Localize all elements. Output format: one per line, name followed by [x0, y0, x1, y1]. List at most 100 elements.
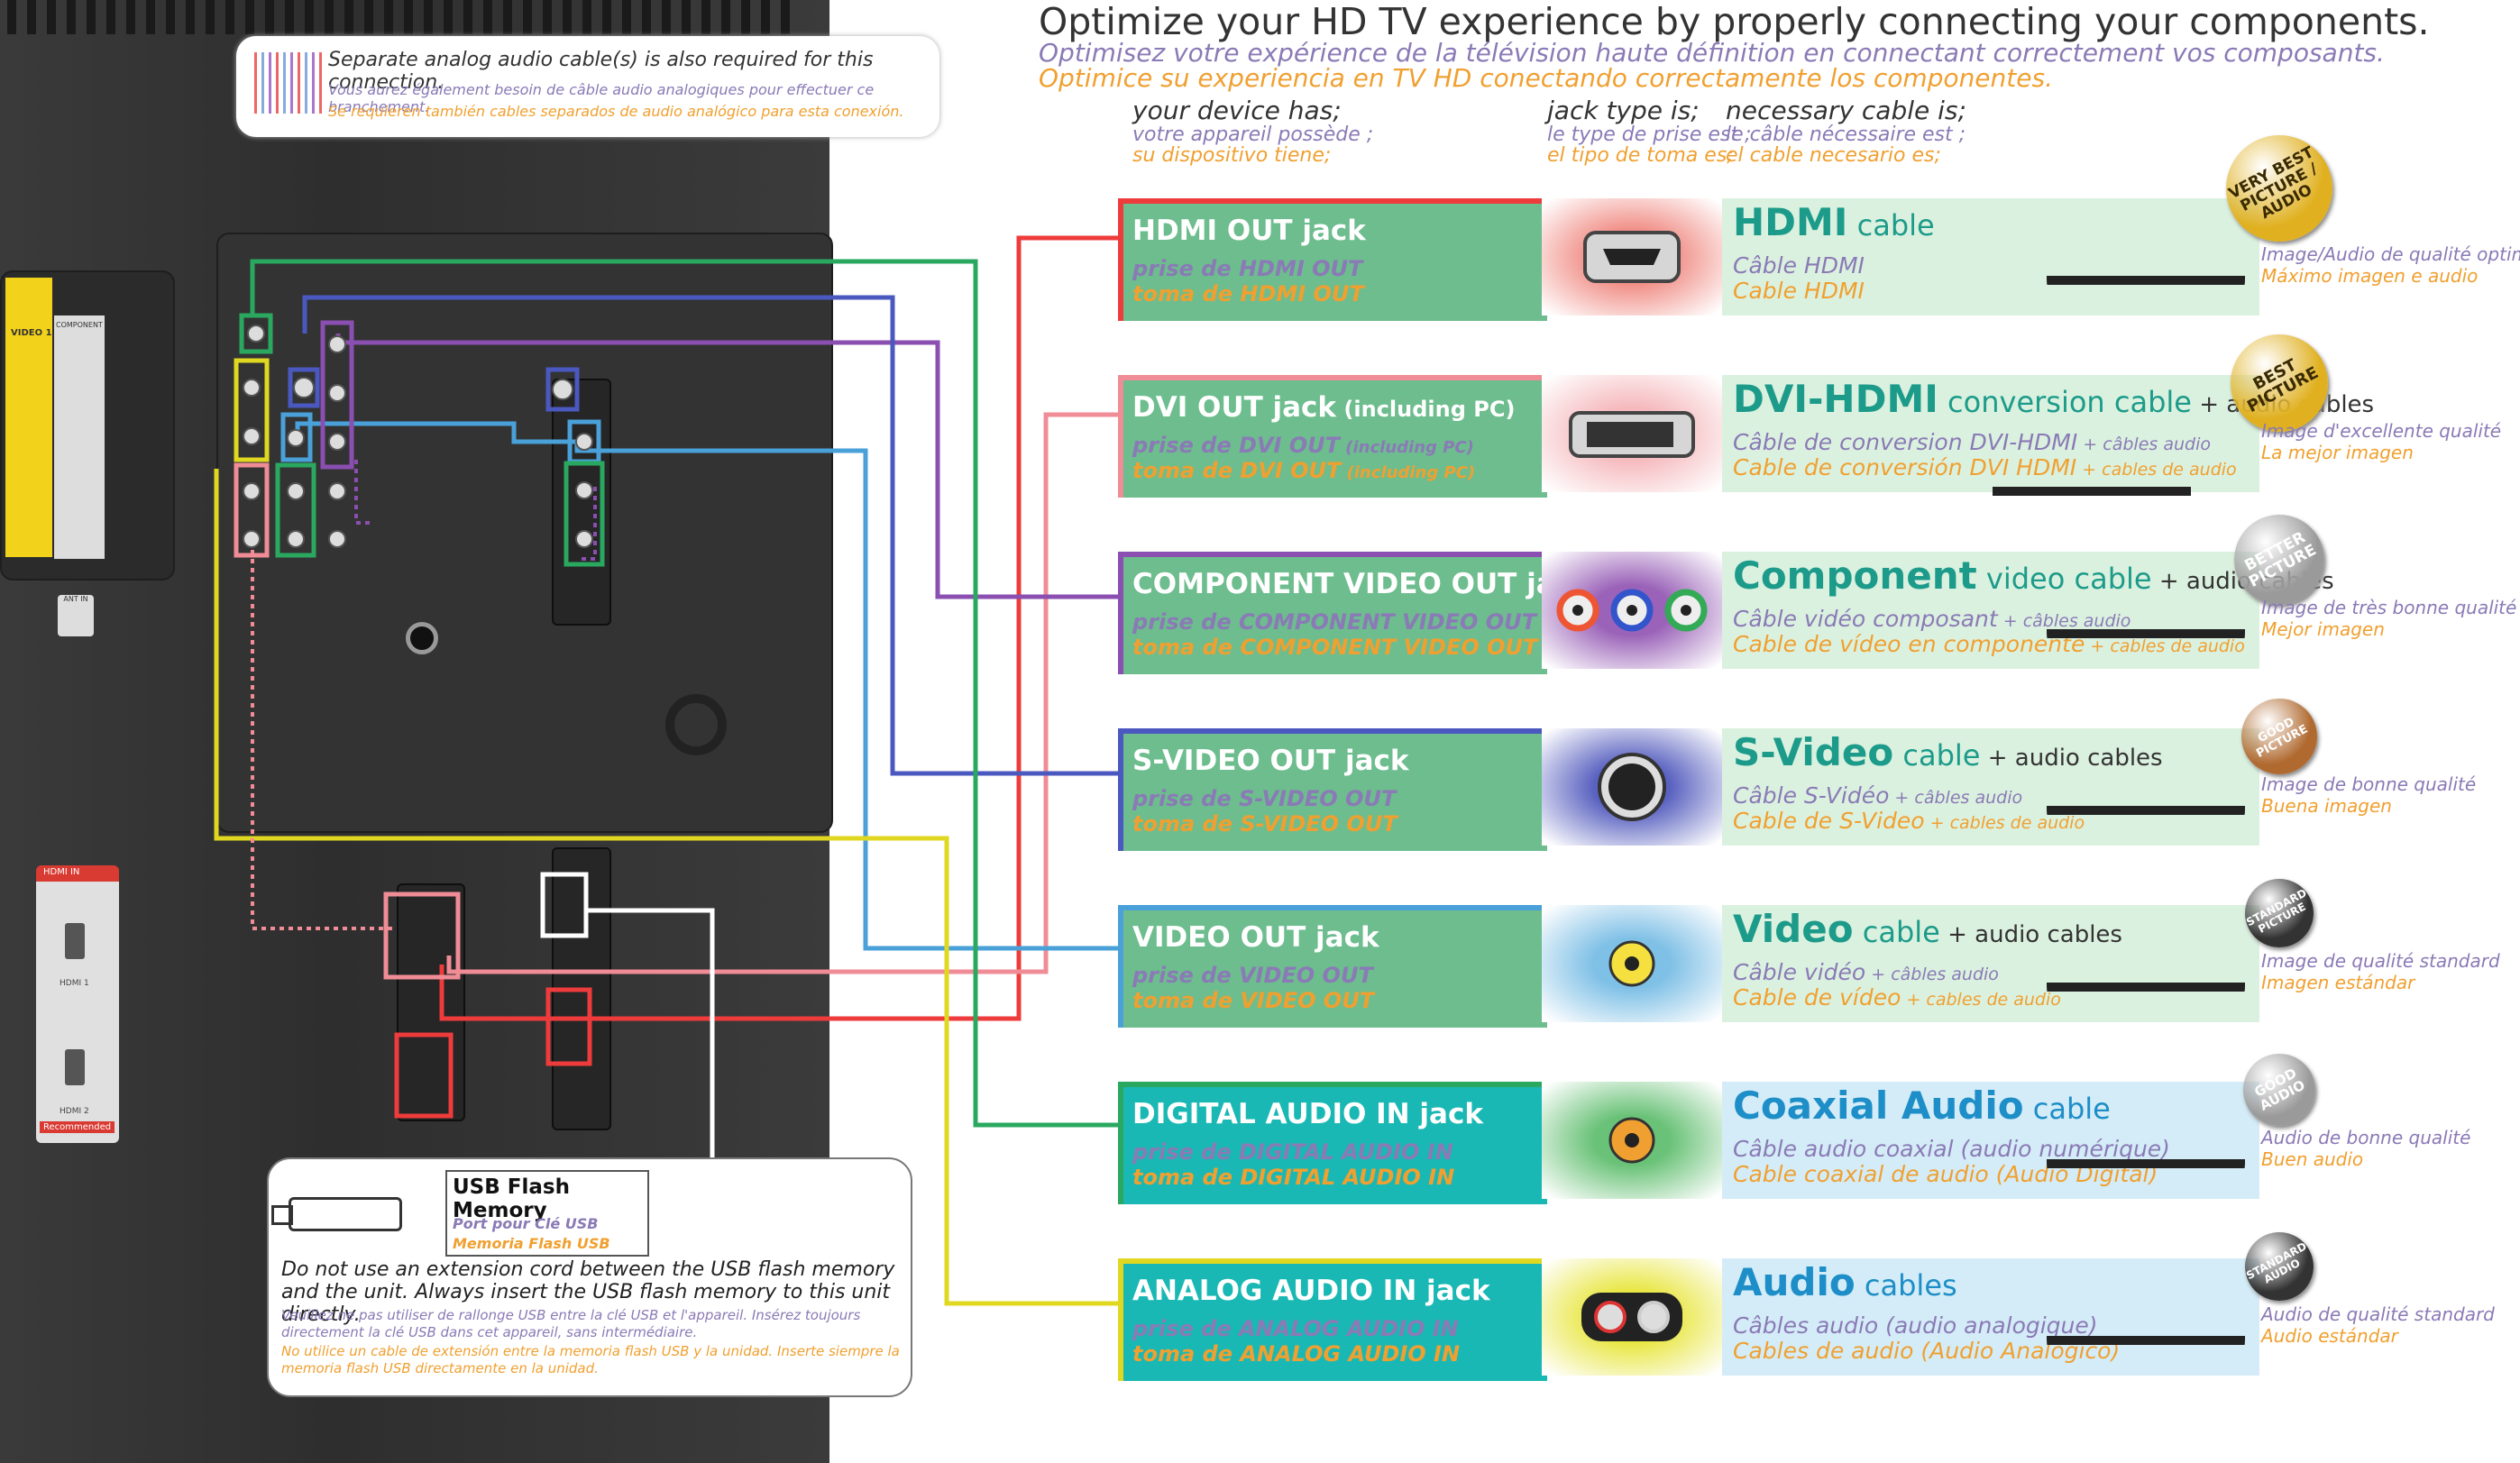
quality-fr: Image d'excellente qualité: [2261, 420, 2502, 442]
vent-slot: [106, 0, 115, 34]
usb-title-box: USB Flash Memory Port pour Clé USB Memor…: [445, 1170, 649, 1257]
wire-component: [335, 334, 1118, 599]
cable-name-fr-text: Câbles audio (audio analogique): [1733, 1312, 2098, 1339]
svideo-port[interactable]: [293, 377, 315, 398]
jack-label-text: ANALOG AUDIO IN jack: [1132, 1275, 1490, 1307]
ant-in-port[interactable]: ANT IN: [58, 595, 94, 636]
box-digital-highlight: [239, 313, 273, 354]
usb-title-fr: Port pour Clé USB: [453, 1215, 599, 1232]
rca-port[interactable]: [243, 427, 261, 445]
jack-type-panel-hdmi: [1542, 198, 1722, 315]
jack-label-es: toma de S-VIDEO OUT: [1132, 811, 1397, 837]
video-jack-icon: [1608, 940, 1655, 987]
cable-plug-icon: [2047, 983, 2245, 1022]
cable-name-extra: + audio cables: [1980, 745, 2163, 772]
cable-name-fr-text: Câble audio coaxial (audio numérique): [1733, 1136, 2170, 1162]
vent-slot: [563, 0, 572, 34]
cable-name-main: DVI-HDMI: [1733, 377, 1938, 421]
cable-name-type: cable: [2023, 1092, 2111, 1126]
jack-label-es-text: toma de DIGITAL AUDIO IN: [1132, 1165, 1455, 1190]
rca-port[interactable]: [247, 325, 265, 343]
jack-label: DVI OUT jack (including PC): [1132, 391, 1515, 424]
rca-port[interactable]: [575, 530, 593, 548]
usb-title-es: Memoria Flash USB: [453, 1235, 610, 1252]
usb-flash-memory-callout: USB Flash Memory Port pour Clé USB Memor…: [267, 1157, 912, 1397]
jack-label-fr: prise de DVI OUT (including PC): [1132, 433, 1474, 458]
cable-name-fr: Câbles audio (audio analogique): [1733, 1312, 2098, 1339]
rca-port[interactable]: [328, 482, 346, 500]
rca-port[interactable]: [243, 530, 261, 548]
vent-slot: [186, 0, 195, 34]
cable-name-es: Cable HDMI: [1733, 278, 1865, 304]
jack-label: VIDEO OUT jack: [1132, 921, 1379, 954]
usb-note-fr: Veuillez ne pas utiliser de rallonge USB…: [281, 1307, 861, 1340]
jack-label-fr-text: prise de S-VIDEO OUT: [1132, 786, 1397, 811]
rca-port[interactable]: [287, 429, 305, 447]
box-hdmi2-highlight: [394, 1032, 454, 1119]
jack-label-fr-text: prise de VIDEO OUT: [1132, 963, 1373, 988]
svideo-port[interactable]: [552, 379, 573, 400]
component-jack-icon: [1556, 589, 1708, 632]
quality-fr: Image de bonne qualité: [2261, 773, 2477, 795]
cable-name-type: cable: [1853, 915, 1940, 949]
page-title: Optimize your HD TV experience by proper…: [1039, 0, 2430, 43]
column-jack-fr: le type de prise est ;: [1547, 123, 1752, 146]
jack-label-fr-text: prise de DIGITAL AUDIO IN: [1132, 1139, 1453, 1165]
video1-label-strip: VIDEO 1: [5, 278, 52, 557]
wire-analog: [214, 469, 1118, 1306]
rca-port[interactable]: [575, 481, 593, 499]
usb-note-en: Do not use an extension cord between the…: [281, 1258, 895, 1326]
dvi-jack-icon: [1569, 411, 1695, 458]
box-svideo2-highlight: [545, 367, 580, 412]
cable-name-fr-note: + câbles audio: [1997, 611, 2131, 631]
rca-port[interactable]: [328, 530, 346, 548]
wire-svideo: [302, 295, 1118, 776]
cable-plug-icon: [1993, 487, 2191, 559]
quality-badge-text: STANDARD AUDIO: [2244, 1239, 2309, 1286]
hdmi1-port-icon: [65, 923, 85, 959]
rca-port[interactable]: [243, 482, 261, 500]
column-cable-es: el cable necesario es;: [1726, 144, 1941, 167]
quality-badge-dvi: BEST PICTURE: [2231, 334, 2328, 432]
rca-port[interactable]: [287, 530, 305, 548]
jack-type-panel-svideo: [1542, 728, 1722, 846]
audio-cable-stripes-icon: [254, 52, 323, 114]
box-video-highlight: [280, 412, 313, 462]
recommended-label: Recommended: [40, 1121, 115, 1133]
cable-name-fr: Câble vidéo composant + câbles audio: [1733, 606, 2131, 632]
cable-name-es-text: Cable de vídeo: [1733, 984, 1901, 1010]
vent-slot: [206, 0, 215, 34]
cable-name-es: Cable de vídeo + cables de audio: [1733, 984, 2061, 1010]
jack-label-fr-text: prise de HDMI OUT: [1132, 256, 1363, 281]
quality-badge-text: VERY BEST PICTURE / AUDIO: [2225, 143, 2321, 224]
cable-name-fr-text: Câble de conversion DVI-HDMI: [1733, 429, 2078, 455]
rca-port[interactable]: [328, 335, 346, 353]
column-cable-en: necessary cable is;: [1726, 96, 1966, 125]
rca-port[interactable]: [328, 433, 346, 451]
rca-port[interactable]: [287, 482, 305, 500]
rca-port[interactable]: [328, 384, 346, 402]
coax-antenna-port[interactable]: [406, 622, 438, 654]
connection-wires: [214, 235, 1118, 1306]
vent-slot: [166, 0, 175, 34]
jack-label: DIGITAL AUDIO IN jack: [1132, 1098, 1483, 1130]
vent-slot: [305, 0, 314, 34]
rca-port[interactable]: [575, 433, 593, 451]
jack-label-es: toma de VIDEO OUT: [1132, 988, 1374, 1013]
quality-badge-text: BEST PICTURE: [2244, 355, 2322, 416]
quality-es: Imagen estándar: [2261, 972, 2415, 993]
cable-name-fr: Câble audio coaxial (audio numérique): [1733, 1136, 2170, 1162]
jack-label-es: toma de COMPONENT VIDEO OUT: [1132, 635, 1537, 660]
cable-name-type: video cable: [1976, 562, 2152, 596]
quality-badge-svideo: GOOD PICTURE: [2241, 699, 2317, 774]
wire-usb: [586, 908, 715, 1157]
rca-port[interactable]: [243, 379, 261, 397]
